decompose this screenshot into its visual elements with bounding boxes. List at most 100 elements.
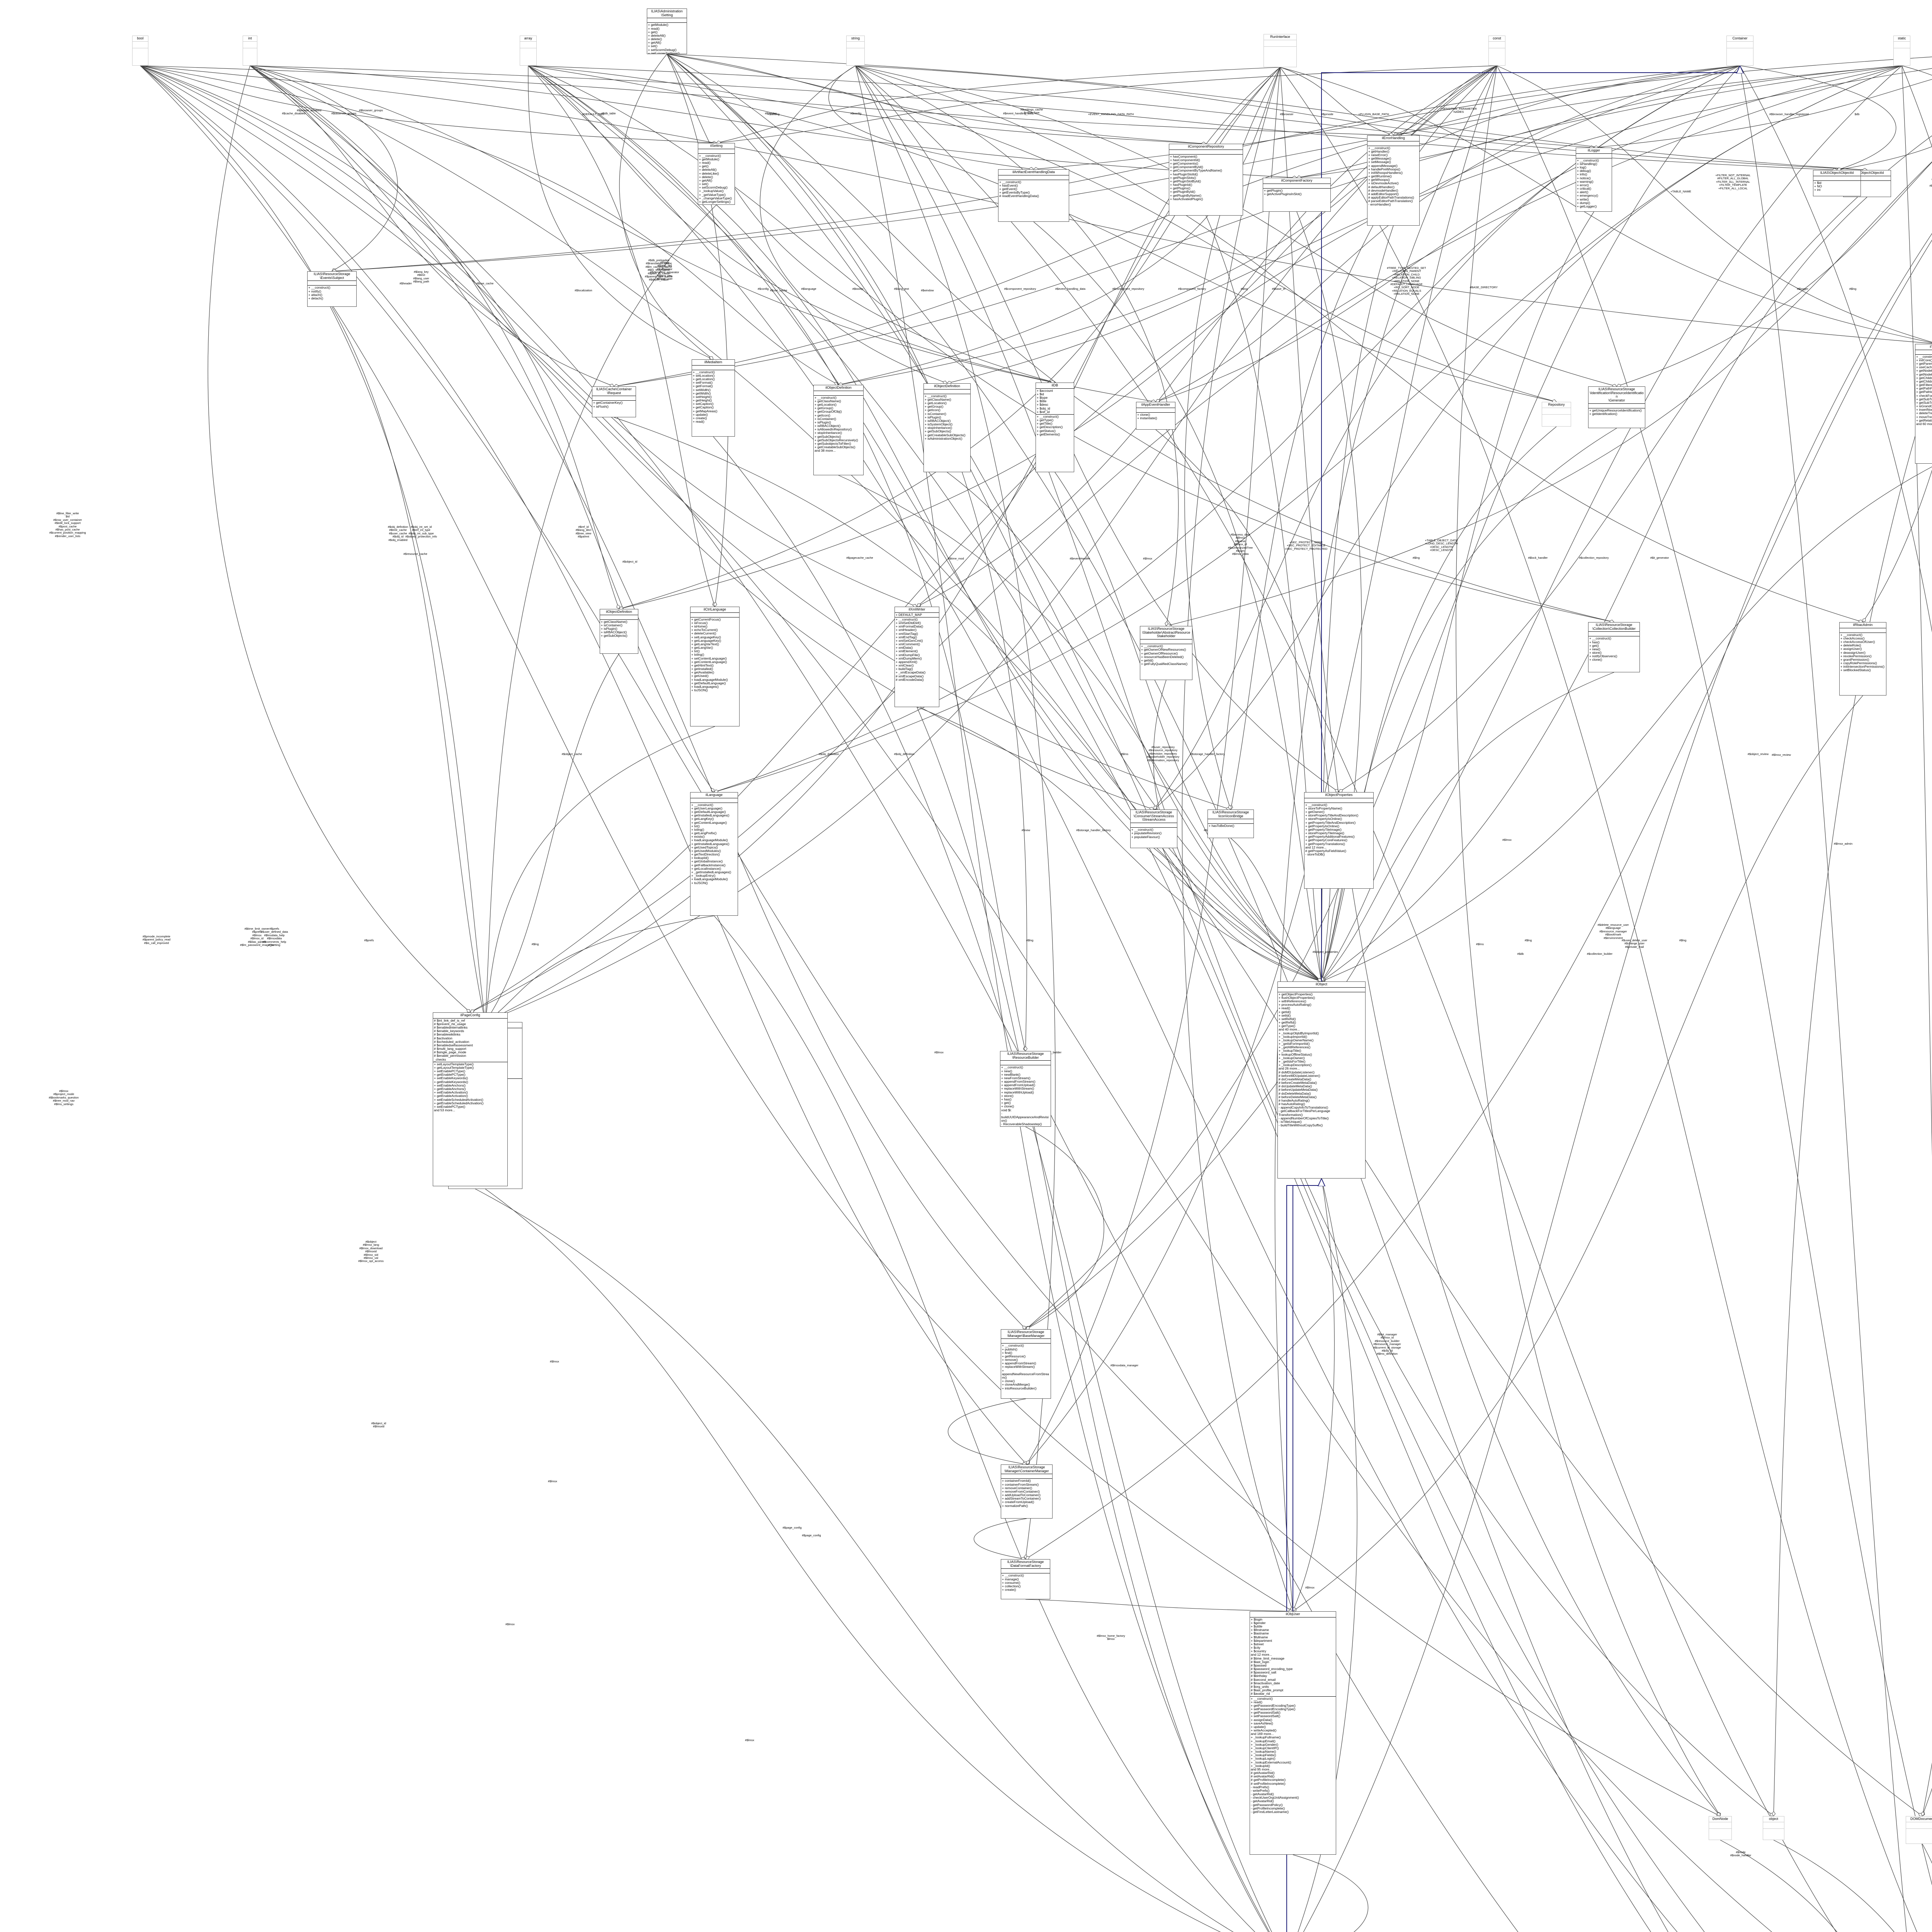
uml-class-ilObjectDefaultHandler[interactable]: ilAppEventHandler+ clone() + instantiate… — [1136, 402, 1175, 430]
uml-class-ILIASResourceStorageDataFormatFactory[interactable]: ILIAS\ResourceStorage \DataFormatFactory… — [1001, 1559, 1050, 1599]
uml-edge — [1497, 65, 1932, 1886]
uml-class-ilObjMediaObject[interactable]: ilMediaItem+ __construct() + setLocation… — [692, 359, 735, 437]
class-title: ilObjectDefinition — [814, 385, 863, 391]
uml-class-ilComponentFactory[interactable]: ilComponentFactory+ getPlugin() + getAct… — [1263, 178, 1331, 212]
uml-class-ilObjectDefinition2[interactable]: ILIAS\ResourceStorage \Identification\Re… — [1588, 386, 1645, 428]
uml-class-ilObjUser[interactable]: ilObjUser+ $login + $gender + $utitle + … — [1250, 1611, 1336, 1855]
uml-class-ilObjectDefinitionLeft[interactable]: ilObjectDefinition+ getClassName() + isC… — [600, 609, 638, 654]
uml-class-DomNode[interactable]: DomNode — [1709, 1816, 1732, 1840]
class-attributes — [1813, 176, 1861, 181]
class-title: DOMDocument — [1906, 1816, 1932, 1822]
edge-label: #$tooltip — [852, 287, 864, 291]
uml-edge — [1293, 695, 1863, 1611]
edge-label: #$lmsx — [1305, 1586, 1315, 1589]
uml-edge — [1155, 429, 1332, 981]
uml-edge — [828, 65, 1034, 169]
uml-class-ilPageObjectFactoryDefinition[interactable]: ilObjectDefinition+ __construct() + getC… — [813, 385, 864, 475]
class-attributes — [1588, 632, 1639, 637]
edge-label: #$browser_handler_registered — [1769, 112, 1809, 116]
class-attributes — [1264, 40, 1296, 47]
class-title: ilLogger — [1576, 148, 1612, 154]
class-operations: + __construct() + getType() + getTitle()… — [1037, 414, 1063, 436]
class-attributes — [690, 613, 739, 617]
uml-edge — [528, 65, 1678, 1932]
uml-edge — [1182, 67, 1293, 1611]
edge-label: #$lmsx_admin — [1833, 842, 1853, 845]
uml-edge — [917, 707, 1321, 981]
uml-edge — [974, 1518, 1027, 1559]
uml-class-ilDB[interactable]: ilDB+ $account + $id + $type + $title + … — [1036, 383, 1074, 472]
uml-class-string[interactable]: string — [846, 36, 865, 66]
uml-edge — [1740, 65, 1932, 1816]
uml-edge — [485, 1189, 1221, 1932]
class-title: ILIAS\Cache\Container \Request — [592, 387, 636, 396]
uml-class-array[interactable]: array — [520, 36, 537, 66]
uml-class-objectUtil[interactable]: object — [1763, 1816, 1784, 1840]
uml-class-const[interactable]: const — [1488, 36, 1505, 66]
class-title: ilObjUser — [1250, 1612, 1336, 1617]
uml-edge — [1054, 472, 1321, 981]
uml-class-ilRepository[interactable]: Repository — [1542, 402, 1571, 427]
uml-edge — [619, 54, 713, 359]
class-attributes — [1489, 42, 1505, 48]
uml-class-ILIASResourceStorageStakeholder[interactable]: ILIAS\ResourceStorage \Stakeholder\Abstr… — [1140, 626, 1192, 680]
uml-edge — [1280, 67, 1720, 1816]
class-title: RunInterface — [1264, 34, 1296, 40]
uml-class-ilLanguage[interactable]: ilLanguage+ __construct() + getUserLangu… — [690, 792, 738, 916]
class-attributes: + $login + $gender + $utitle + $firstnam… — [1250, 1617, 1336, 1697]
uml-edge — [667, 54, 1556, 402]
uml-class-ILIASResourceStorageConsumerStreamAccess[interactable]: ILIAS\ResourceStorage \Consumer\StreamAc… — [1130, 810, 1177, 848]
edge-label: #$object_review — [1747, 752, 1769, 756]
uml-class-ILIASObjectObjectIdBox[interactable]: ILIAS\Object\ObjectId+ $id + NO + int — [1813, 170, 1861, 196]
uml-class-RunInterface[interactable]: RunInterface — [1264, 34, 1297, 67]
edge-label: #$lmsx — [550, 1360, 559, 1363]
uml-class-ilPageObjectFactoryEventsSubject[interactable]: ILIAS\ResourceStorage \Events\Subject+ _… — [307, 271, 357, 307]
uml-class-ilPageManagerTemplate[interactable]: ilPageConfig# $int_link_def_is_ref # $pr… — [433, 1012, 508, 1186]
uml-edge — [1773, 1840, 1895, 1932]
uml-class-ilObjectDefinitionBox[interactable]: ilObjectDefinition+ __construct() + getC… — [923, 383, 971, 472]
uml-class-ilComponentRepository[interactable]: ilComponentRepository+ hasComponent() + … — [1169, 144, 1243, 216]
uml-edge — [838, 67, 1281, 385]
uml-class-bool[interactable]: bool — [132, 36, 148, 66]
uml-class-ilXmlWriter[interactable]: ilXmlWriter+ DEFAULT_MAP+ __construct() … — [895, 607, 939, 707]
uml-edge — [1740, 65, 1896, 170]
uml-edge — [1321, 466, 1932, 981]
uml-class-DOMDocument[interactable]: DOMDocument — [1906, 1816, 1932, 1844]
uml-class-ilTreeView[interactable]: ilTreeView+ __construct() + initCore() +… — [1915, 344, 1932, 464]
edge-label: #$pmode_incomplete #$parent_policy_read … — [142, 935, 171, 945]
uml-class-int[interactable]: int — [243, 36, 257, 66]
uml-class-ILIASResourceStorageManagerContainerManager[interactable]: ILIAS\ResourceStorage \Manager\Container… — [1001, 1464, 1053, 1519]
uml-class-ilCtrlLanguage[interactable]: ilCtrlLanguage+ getCurrentFocus() + isFo… — [690, 607, 740, 726]
uml-class-Container[interactable]: Container — [1726, 36, 1753, 66]
uml-class-ilObjectProperties[interactable]: ilObjectProperties+ __construct() + stor… — [1304, 792, 1374, 889]
uml-class-ilErrorHandling[interactable]: ilErrorHandling+ __construct() + getHand… — [1367, 135, 1420, 226]
class-operations: + __construct() + checkAccess() + checkA… — [1840, 633, 1885, 672]
class-attributes — [1840, 628, 1886, 633]
class-operations — [1894, 48, 1910, 54]
uml-class-ILIASResourceStorageResourceBuilder[interactable]: ILIAS\ResourceStorage \ResourceBuilder+ … — [1000, 1051, 1051, 1127]
uml-class-ILIASAdministrationSetting[interactable]: ILIAS\Administration \Setting+ getModule… — [647, 9, 687, 54]
class-attributes — [847, 42, 864, 48]
class-title: ILIAS\ResourceStorage \Stakeholder\Abstr… — [1140, 626, 1192, 640]
class-title: ilObjectDefinition — [924, 384, 970, 389]
uml-class-ilSetting[interactable]: ilSetting+ __construct() + getModule() +… — [698, 143, 735, 205]
class-operations: + __construct() + has() + get() + new() … — [1589, 636, 1617, 662]
uml-class-ILIASResourceStorageIconConsumerBridge[interactable]: ILIAS\ResourceStorage \Icon\IconBridge+ … — [1208, 810, 1254, 838]
uml-class-ilObject[interactable]: ilObject+ getObjectProperties() + flushO… — [1277, 981, 1366, 1179]
edge-label: #$new — [1021, 828, 1031, 832]
uml-edge — [1303, 233, 1932, 1932]
uml-class-static[interactable]: static — [1893, 36, 1910, 66]
uml-edge — [947, 472, 1321, 981]
uml-class-ILIASResourceStorageManageBase[interactable]: ILIAS\ResourceStorage \Manager\BaseManag… — [1001, 1329, 1051, 1399]
uml-class-ilLogger[interactable]: ilLogger+ __construct() + isHandling() +… — [1576, 148, 1612, 212]
edge-label: #$lock_handler — [1528, 556, 1548, 560]
edge-label: +SEC_PROTECT_NONE +SEC_PROTECT_EDITABLE … — [1284, 541, 1328, 551]
uml-class-ilRbacSystem[interactable]: ilRbacAdmin+ __construct() + checkAccess… — [1839, 622, 1886, 696]
uml-class-ILIASResourceStorageCollectionCollectionBuilder[interactable]: ILIAS\ResourceStorage \Collection\Collec… — [1588, 622, 1640, 672]
edge-label: +PLUGIN_BASE_PATH — [1358, 112, 1389, 116]
class-operations — [847, 48, 864, 54]
class-attributes — [814, 391, 863, 396]
uml-class-ilArtifactEventHandlingData[interactable]: ilArtifactEventHandlingData+ __construct… — [998, 169, 1069, 222]
uml-class-ILIASCacheContainerRequest[interactable]: ILIAS\Cache\Container \Request+ getConta… — [592, 386, 636, 417]
uml-edge — [470, 1186, 1234, 1932]
